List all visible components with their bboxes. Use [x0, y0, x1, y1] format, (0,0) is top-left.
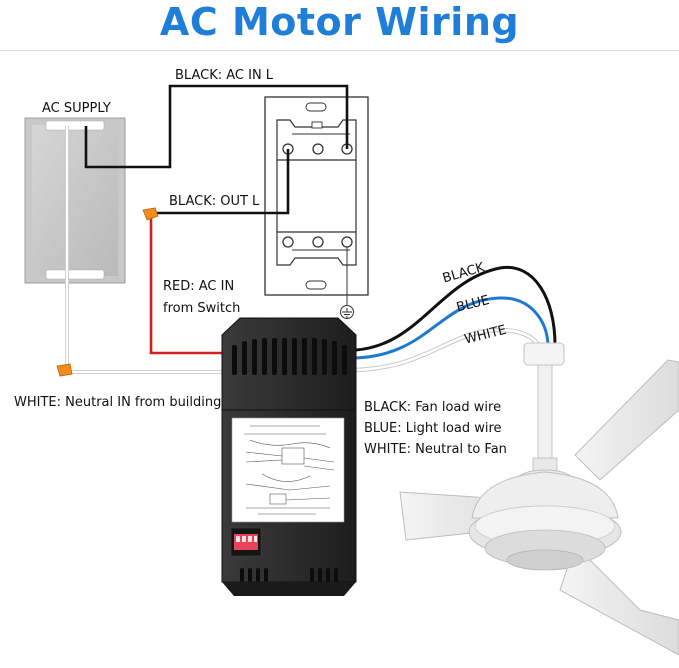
red-ac-in-wire: [149, 218, 222, 355]
fan-blue-wire: [355, 296, 550, 360]
ground-icon: [340, 247, 354, 319]
receiver-vents-bottom: [240, 568, 338, 582]
black-out-wire: [156, 149, 290, 215]
fan-receiver: [221, 317, 357, 596]
legend-blue-label: BLUE: Light load wire: [364, 421, 502, 436]
legend-black-label: BLACK: Fan load wire: [364, 400, 502, 415]
page-title: AC Motor Wiring: [159, 0, 520, 44]
wire-connector-neutral: [56, 363, 73, 377]
black-ac-in-wire: [84, 84, 349, 169]
label-wiring-sketch: [244, 425, 335, 515]
receiver-vents-top: [232, 338, 347, 375]
wall-switch: [264, 96, 369, 296]
ceiling-fan: [399, 342, 679, 656]
red-ac-in-label-line2: from Switch: [163, 301, 241, 316]
dip-switch: [230, 527, 262, 557]
white-neutral-in-label: WHITE: Neutral IN from building: [14, 395, 222, 410]
legend-white-label: WHITE: Neutral to Fan: [364, 442, 507, 457]
fan-white-wire: [355, 328, 542, 372]
black-ac-in-label: BLACK: AC IN L: [175, 68, 274, 83]
fan-black-wire: [355, 265, 557, 352]
wire-connector-top: [142, 207, 159, 221]
title-divider: [0, 50, 679, 51]
black-out-label: BLACK: OUT L: [169, 194, 260, 209]
red-ac-in-label-line1: RED: AC IN: [163, 279, 235, 294]
ac-supply-panel: [24, 117, 126, 284]
ac-supply-label: AC SUPPLY: [42, 101, 111, 116]
